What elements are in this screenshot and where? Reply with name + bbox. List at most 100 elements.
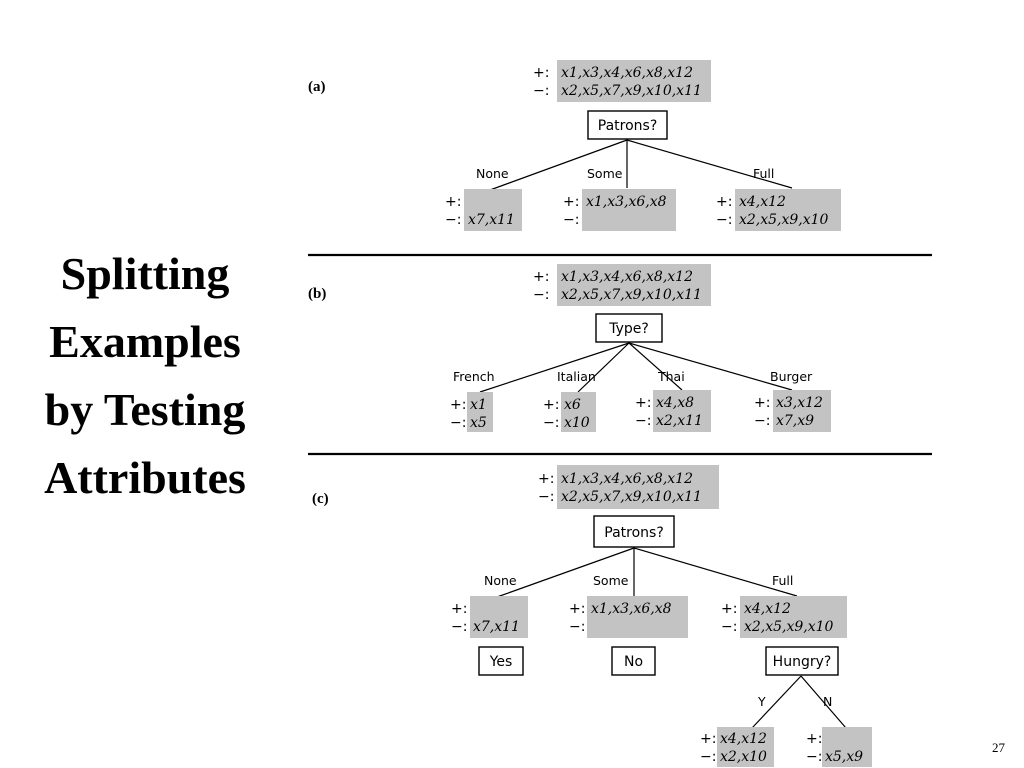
positive-examples: x1,x3,x4,x6,x8,x12 <box>561 471 693 487</box>
branch-label-burger: Burger <box>770 369 813 384</box>
test-node-hungry: Hungry? <box>765 646 839 676</box>
minus-sign: −: <box>569 619 585 635</box>
slide-title-line: Attributes <box>44 452 246 503</box>
plus-sign: +: <box>450 397 466 413</box>
branch-edge <box>800 675 847 729</box>
branch-edge <box>496 547 635 598</box>
plus-sign: +: <box>445 194 461 210</box>
negative-examples: x7,x11 <box>468 212 515 228</box>
minus-sign: −: <box>451 619 467 635</box>
negative-examples: x2,x5,x9,x10 <box>739 212 829 228</box>
positive-examples: x1,x3,x6,x8 <box>591 601 672 617</box>
minus-sign: −: <box>563 212 579 228</box>
branch-label-full: Full <box>753 166 774 181</box>
minus-sign: −: <box>716 212 732 228</box>
plus-sign: +: <box>563 194 579 210</box>
minus-sign: −: <box>533 83 549 99</box>
examples-box-none: +: −: x7,x11 <box>451 596 528 638</box>
positive-examples: x1,x3,x4,x6,x8,x12 <box>561 65 693 81</box>
page-number: 27 <box>992 740 1005 755</box>
examples-box-full: +: −: x4,x12 x2,x5,x9,x10 <box>716 189 841 231</box>
examples-box-hungry-yes: +: −: x4,x12 x2,x10 <box>700 727 774 767</box>
panel-b: (b) +: −: x1,x3,x4,x6,x8,x12 x2,x5,x7,x9… <box>308 264 831 432</box>
plus-sign: +: <box>533 65 549 81</box>
minus-sign: −: <box>533 287 549 303</box>
slide-title: Splitting Examples by Testing Attributes <box>0 240 290 512</box>
plus-sign: +: <box>533 269 549 285</box>
branch-label-french: French <box>453 369 495 384</box>
negative-examples: x5,x9 <box>825 749 863 765</box>
plus-sign: +: <box>754 395 770 411</box>
branch-edge <box>479 342 630 393</box>
examples-box-hungry-no: +: −: x5,x9 <box>806 727 872 767</box>
examples-box-some: +: −: x1,x3,x6,x8 <box>563 189 676 231</box>
plus-sign: +: <box>543 397 559 413</box>
examples-box-italian: +: −: x6 x10 <box>543 392 596 432</box>
positive-examples: x1,x3,x4,x6,x8,x12 <box>561 269 693 285</box>
slide-title-line: by Testing <box>44 384 246 435</box>
negative-examples: x5 <box>470 415 487 431</box>
examples-box-none: +: −: x7,x11 <box>445 189 522 231</box>
positive-examples: x6 <box>564 397 581 413</box>
branch-label-none: None <box>484 573 517 588</box>
positive-examples: x1,x3,x6,x8 <box>586 194 667 210</box>
branch-label-italian: Italian <box>557 369 596 384</box>
test-node-label: Hungry? <box>773 654 832 670</box>
negative-examples: x7,x11 <box>473 619 520 635</box>
branch-label-none: None <box>476 166 509 181</box>
leaf-node-yes: Yes <box>478 646 524 676</box>
examples-box-french: +: −: x1 x5 <box>450 392 493 432</box>
negative-examples: x2,x5,x7,x9,x10,x11 <box>561 489 702 505</box>
slide-title-line: Examples <box>49 316 241 367</box>
branch-edge <box>628 342 683 391</box>
minus-sign: −: <box>721 619 737 635</box>
minus-sign: −: <box>754 413 770 429</box>
positive-examples: x4,x8 <box>656 395 694 411</box>
root-examples-box: +: −: x1,x3,x4,x6,x8,x12 x2,x5,x7,x9,x10… <box>533 60 711 102</box>
slide-title-line: Splitting <box>60 248 230 299</box>
branch-edge <box>628 342 793 391</box>
panel-a-label: (a) <box>308 79 326 95</box>
branch-label-thai: Thai <box>657 369 685 384</box>
panel-c-label: (c) <box>312 491 329 507</box>
leaf-label-no: No <box>624 654 643 670</box>
minus-sign: −: <box>635 413 651 429</box>
examples-box-some: +: −: x1,x3,x6,x8 <box>569 596 688 638</box>
branch-edge <box>751 675 802 729</box>
leaf-label-yes: Yes <box>489 654 513 670</box>
minus-sign: −: <box>445 212 461 228</box>
minus-sign: −: <box>450 415 466 431</box>
branch-label-y: Y <box>757 694 766 709</box>
panel-b-label: (b) <box>308 286 326 302</box>
minus-sign: −: <box>538 489 554 505</box>
test-node-label: Patrons? <box>604 525 664 541</box>
leaf-node-no: No <box>611 646 656 676</box>
positive-examples: x4,x12 <box>739 194 786 210</box>
plus-sign: +: <box>806 731 822 747</box>
examples-box-thai: +: −: x4,x8 x2,x11 <box>635 390 711 432</box>
negative-examples: x7,x9 <box>776 413 814 429</box>
positive-examples: x1 <box>470 397 487 413</box>
branch-edge <box>489 139 628 191</box>
negative-examples: x2,x10 <box>720 749 767 765</box>
positive-examples: x4,x12 <box>720 731 767 747</box>
test-node: Type? <box>595 313 663 343</box>
negative-examples: x2,x5,x9,x10 <box>744 619 834 635</box>
root-examples-box: +: −: x1,x3,x4,x6,x8,x12 x2,x5,x7,x9,x10… <box>538 465 719 509</box>
panel-a: (a) +: −: x1,x3,x4,x6,x8,x12 x2,x5,x7,x9… <box>308 60 841 231</box>
test-node-label: Patrons? <box>598 118 658 134</box>
negative-examples: x2,x5,x7,x9,x10,x11 <box>561 83 702 99</box>
minus-sign: −: <box>543 415 559 431</box>
plus-sign: +: <box>716 194 732 210</box>
plus-sign: +: <box>635 395 651 411</box>
plus-sign: +: <box>569 601 585 617</box>
panel-c: (c) +: −: x1,x3,x4,x6,x8,x12 x2,x5,x7,x9… <box>312 465 872 767</box>
plus-sign: +: <box>700 731 716 747</box>
negative-examples: x10 <box>564 415 590 431</box>
negative-examples: x2,x11 <box>656 413 703 429</box>
minus-sign: −: <box>806 749 822 765</box>
plus-sign: +: <box>721 601 737 617</box>
minus-sign: −: <box>700 749 716 765</box>
examples-box-full: +: −: x4,x12 x2,x5,x9,x10 <box>721 596 847 638</box>
